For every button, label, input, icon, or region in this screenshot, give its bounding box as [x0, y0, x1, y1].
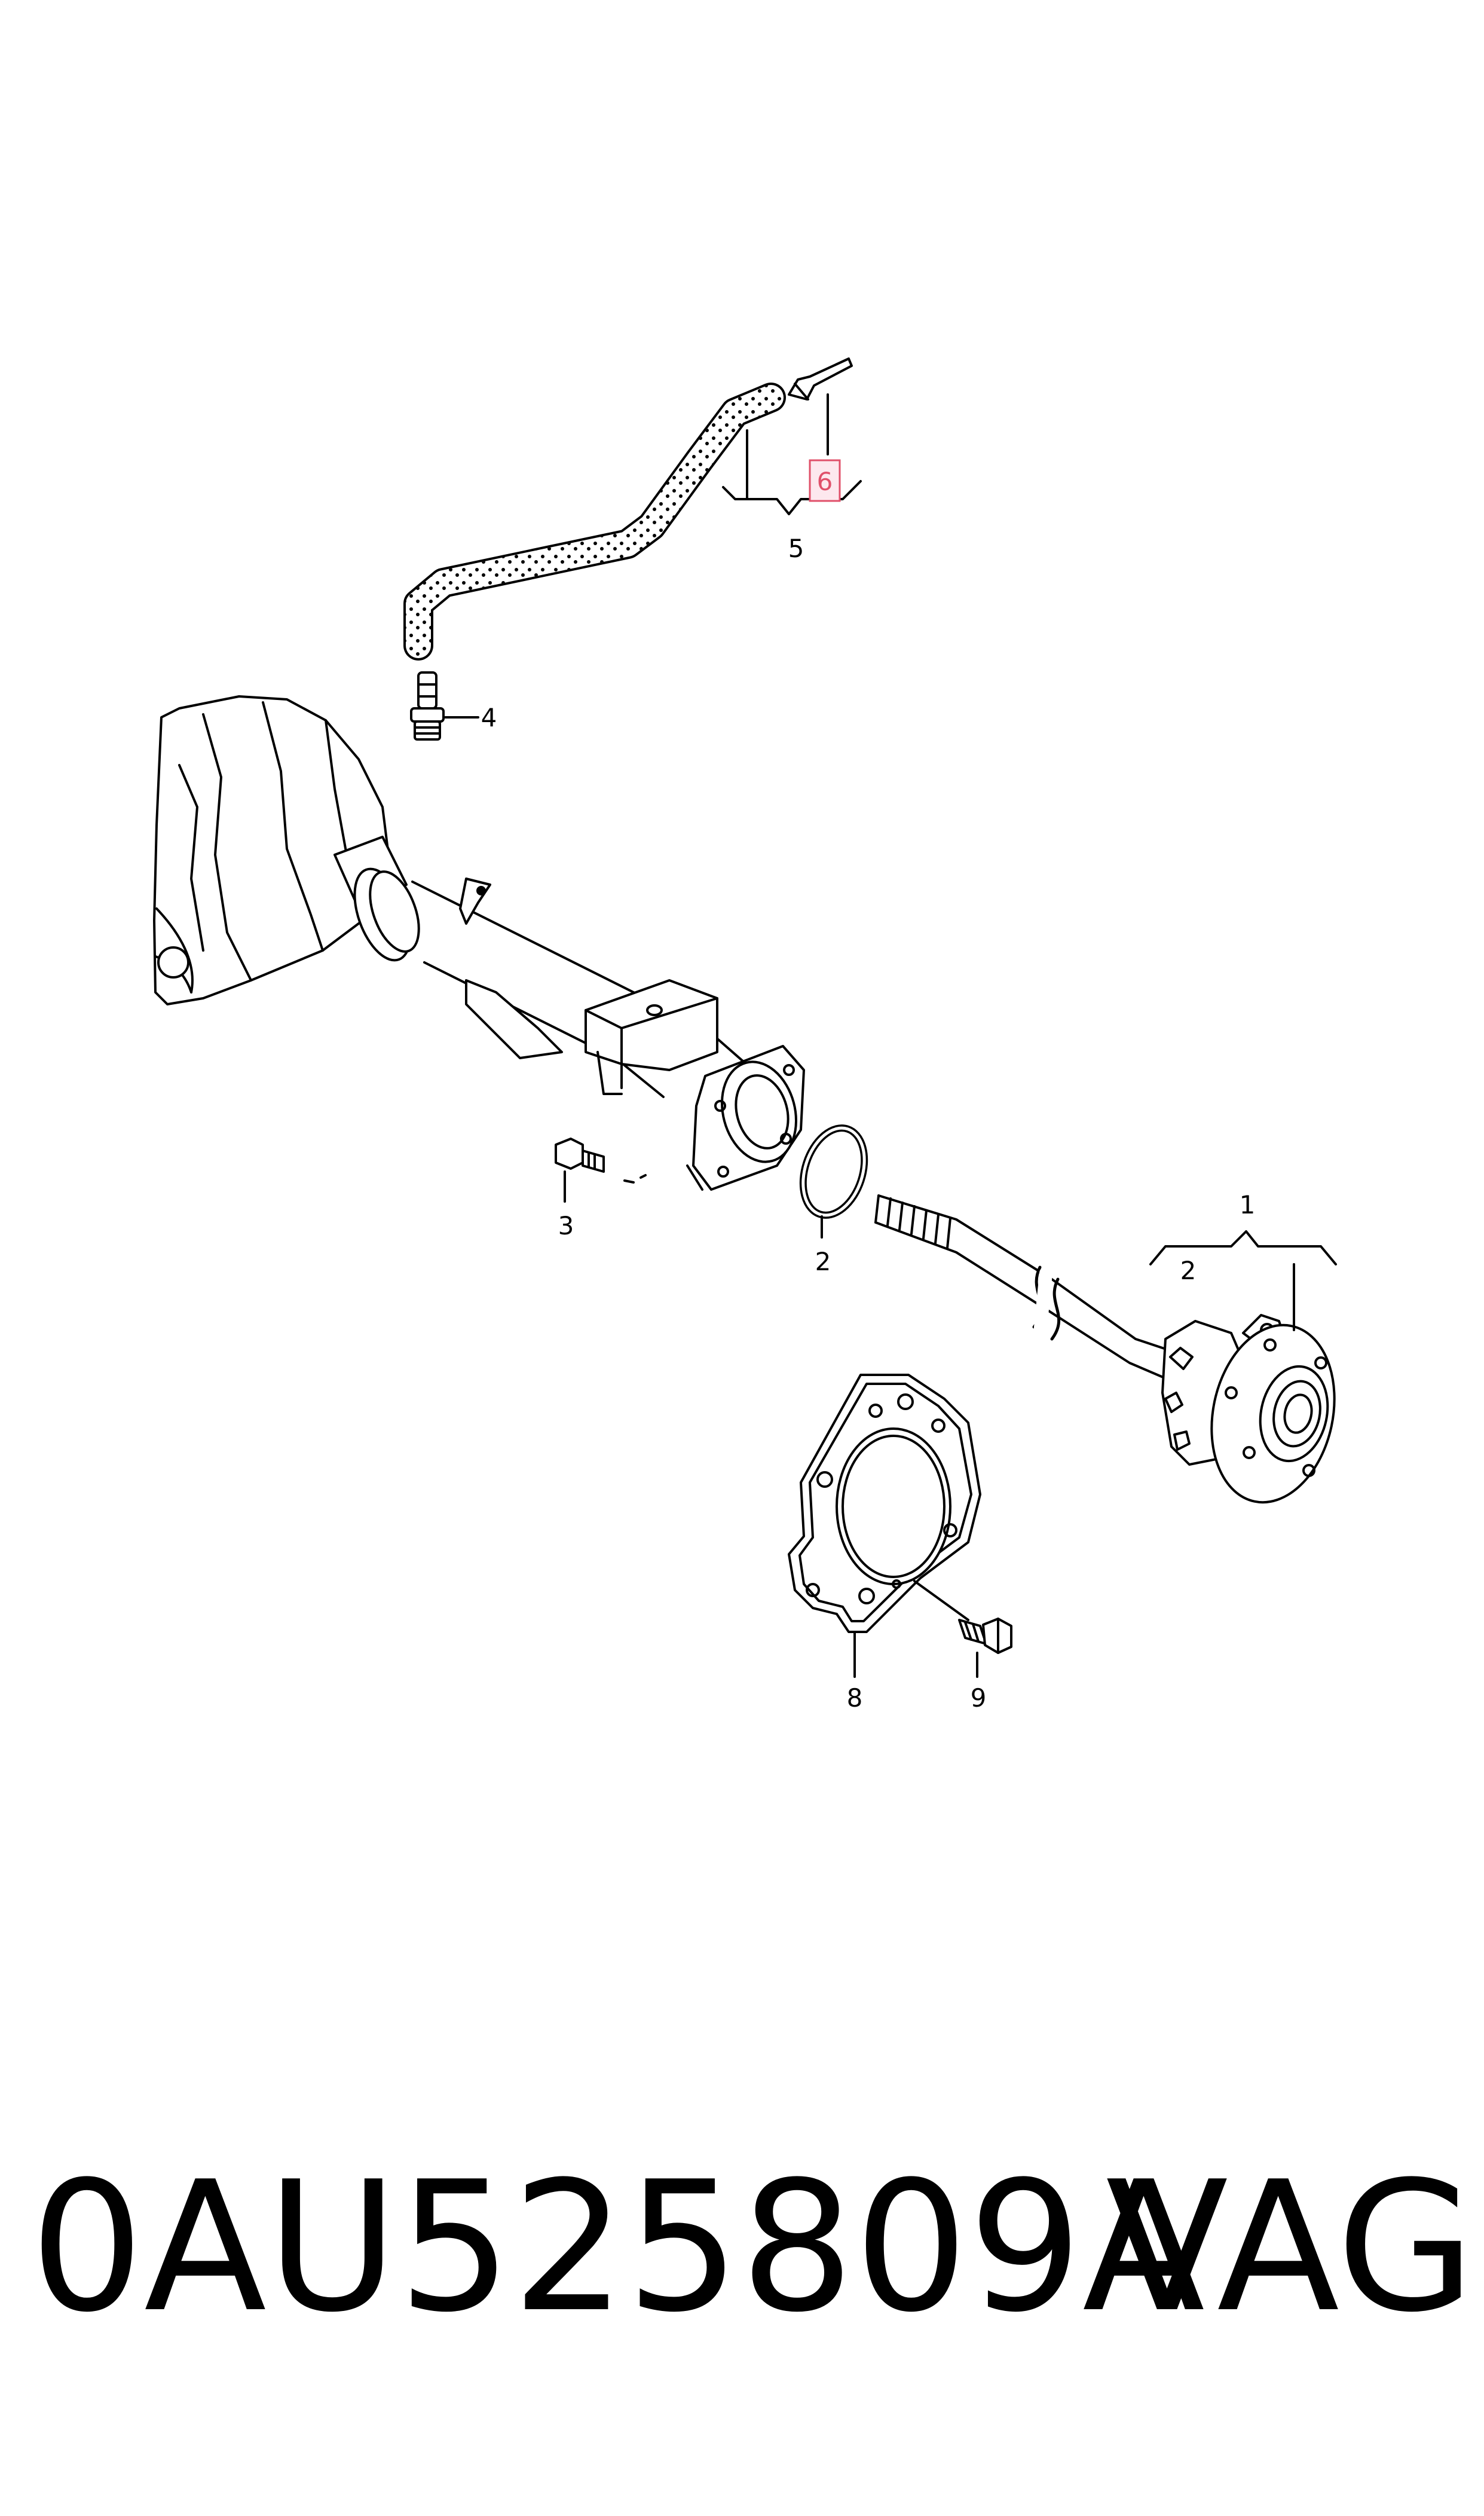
brand-name: VAG [1106, 2143, 1476, 2352]
callout-2-gasket[interactable]: 2 [815, 1247, 831, 1276]
callout-9[interactable]: 9 [971, 1683, 987, 1713]
callout-4[interactable]: 4 [481, 703, 497, 732]
bearing-flange [686, 1045, 805, 1191]
callout-6-highlight [809, 459, 841, 502]
hose-connector [788, 357, 853, 401]
callout-2-shaft[interactable]: 2 [1180, 1256, 1197, 1285]
hex-bolt [555, 1138, 647, 1184]
wheel-hub [1161, 1314, 1336, 1504]
leader-lines [444, 393, 1337, 1678]
breather-nipple [410, 671, 445, 741]
callout-5[interactable]: 5 [788, 534, 804, 563]
callout-6[interactable]: 6 [817, 467, 833, 496]
callout-3[interactable]: 3 [558, 1211, 574, 1240]
backing-plate [788, 1374, 981, 1633]
callout-1[interactable]: 1 [1240, 1190, 1256, 1219]
differential-housing [153, 695, 408, 1005]
flange-bolt [958, 1618, 1012, 1654]
o-ring-gasket [799, 1124, 868, 1219]
part-number: 0AU525809A [30, 2143, 1205, 2352]
callout-8[interactable]: 8 [847, 1683, 863, 1713]
axle-tube [353, 867, 754, 1098]
drive-shaft [874, 1194, 1191, 1382]
breather-hose [403, 383, 786, 661]
